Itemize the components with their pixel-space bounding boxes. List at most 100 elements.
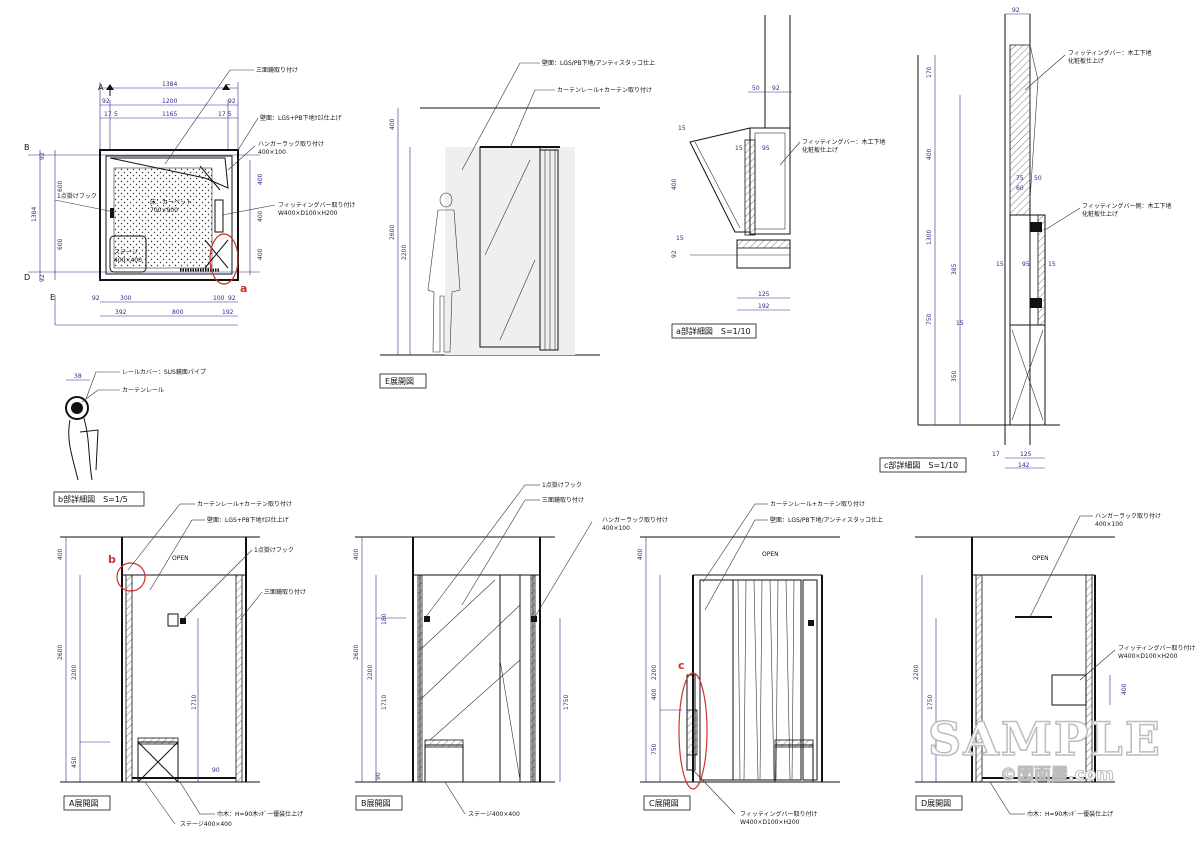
elevation-c-view: OPEN c 400 2200 400 750 カーテンレール+カーテン取り付け…	[637, 500, 883, 826]
elev-e-label-curtain: カーテンレール+カーテン取り付け	[557, 86, 652, 94]
plan-label-fitting-bar-size: W400×D100×H200	[278, 210, 338, 217]
elev-e-label-wall: 壁面：LGS/PB下地/アンティスタッコ仕上	[542, 59, 655, 67]
elev-d-label-skirting: 巾木：H=90木ｯｷﾞ一優装仕上げ	[1027, 810, 1113, 818]
plan-dim-bottom-2: 300	[120, 295, 132, 302]
plan-dim-left-5: 92	[39, 274, 46, 282]
section-mark-d: D	[24, 273, 30, 282]
elev-b-dim-5: 180	[381, 613, 388, 625]
detail-c-dim-7: 1300	[926, 230, 933, 245]
detail-c-view: 92 170 400 75 50 60 1300 385 15 95 15 75…	[879, 7, 1172, 473]
plan-dim-right-3: 400	[257, 248, 264, 260]
detail-mark-b: b	[108, 553, 116, 566]
plan-dim-top-2: 92	[102, 98, 110, 105]
detail-c-dim-15: 17	[992, 451, 1000, 458]
plan-carpet-size: 700×900	[150, 207, 178, 214]
plan-dim-top-6: 5	[114, 111, 118, 118]
detail-b-view: 38 レールカバー：SUS鏡面パイプ カーテンレール b部詳細図 S=1/5	[53, 368, 206, 507]
plan-dim-left-3: 1384	[31, 207, 38, 222]
plan-dim-right-2: 400	[257, 210, 264, 222]
watermark: SAMPLE ©図面屋.com	[927, 711, 1162, 785]
plan-carpet-label: 床：カーペット	[150, 198, 192, 206]
elevation-e-view: 400 2600 2200 壁面：LGS/PB下地/アンティスタッコ仕上 カーテ…	[379, 59, 655, 389]
elev-b-label-stage: ステージ400×400	[468, 811, 520, 818]
plan-dim-left-1: 92	[39, 152, 46, 160]
detail-c-dim-1: 92	[1012, 7, 1020, 14]
elev-a-dim-6: 90	[212, 767, 220, 774]
elev-c-label-fitting-bar: フィッティングバー取り付け	[740, 810, 818, 818]
elev-d-label-fitting-bar-size: W400×D100×H200	[1118, 653, 1178, 660]
plan-label-hanger-size: 400×100	[258, 149, 286, 156]
plan-label-hanger: ハンガーラック取り付け	[258, 140, 324, 148]
detail-c-label-finish2: 化粧板仕上げ	[1082, 210, 1118, 218]
elev-d-dim-2: 1750	[927, 695, 934, 710]
section-mark-e: E	[50, 293, 55, 302]
detail-b-rail-cover: レールカバー：SUS鏡面パイプ	[122, 368, 206, 376]
elev-a-label-stage: ステージ400×400	[180, 821, 232, 828]
elev-e-dim-2: 2600	[389, 225, 396, 240]
plan-dim-top-4: 92	[228, 98, 236, 105]
elev-b-label-hook: 1点掛けフック	[542, 481, 582, 489]
plan-dim-bottom-4: 92	[228, 295, 236, 302]
watermark-sub: ©図面屋.com	[1000, 765, 1114, 785]
elev-c-label-fitting-bar-size: W400×D100×H200	[740, 819, 800, 826]
detail-c-dim-17: 142	[1018, 462, 1030, 469]
plan-dim-left-2: 600	[57, 180, 64, 192]
plan-dim-bottom-6: 800	[172, 309, 184, 316]
plan-dim-right-1: 400	[257, 173, 264, 185]
elev-a-dim-5: 450	[71, 756, 78, 768]
elev-b-dim-3: 2200	[367, 665, 374, 680]
detail-c-dim-12: 750	[926, 313, 933, 325]
detail-c-dim-5: 50	[1034, 175, 1042, 182]
elev-a-dim-2: 2600	[57, 645, 64, 660]
detail-c-dim-10: 95	[1022, 261, 1030, 268]
detail-a-dim-8: 92	[671, 250, 678, 258]
plan-dim-bottom-1: 92	[92, 295, 100, 302]
elev-e-dim-1: 400	[389, 118, 396, 130]
detail-c-dim-6: 60	[1016, 185, 1024, 192]
detail-a-dim-2: 92	[772, 85, 780, 92]
detail-c-label-bar2: フィッティングバー側：木工下地	[1082, 202, 1172, 210]
plan-dim-bottom-3: 100	[213, 295, 225, 302]
elev-a-label-sanmenkyo: 三面鏡取り付け	[264, 588, 306, 596]
plan-dim-top-1: 1384	[162, 81, 177, 88]
plan-dim-top-8: 17	[218, 111, 226, 118]
plan-stage-label: ステージ	[114, 249, 138, 256]
watermark-main: SAMPLE	[928, 712, 1162, 766]
detail-c-label-finish1: 化粧板仕上げ	[1068, 57, 1104, 65]
elev-d-open: OPEN	[1032, 555, 1049, 562]
elev-a-label-curtain: カーテンレール+カーテン取り付け	[197, 500, 292, 508]
elev-b-label-hanger-size: 400×100	[602, 525, 630, 532]
detail-c-dim-2: 170	[926, 66, 933, 78]
detail-a-dim-3: 15	[678, 125, 686, 132]
detail-a-dim-5: 95	[762, 145, 770, 152]
elev-b-dim-7: 90	[375, 772, 382, 780]
elev-a-dim-4: 1710	[191, 695, 198, 710]
detail-c-dim-8: 385	[951, 263, 958, 275]
plan-label-sanmenkyo: 三面鏡取り付け	[256, 66, 298, 74]
plan-dim-left-4: 600	[57, 238, 64, 250]
elevation-b-view: 400 2600 2200 1710 180 1750 90 1点掛けフック 三…	[353, 481, 668, 818]
elev-b-dim-1: 400	[353, 548, 360, 560]
detail-a-label-bar: フィッティングバー：木工下地	[802, 138, 886, 146]
plan-dim-top-9: 5	[228, 111, 232, 118]
elev-c-open: OPEN	[762, 551, 779, 558]
elevation-d-view: OPEN 2200 1750 400 ハンガーラック取り付け 400×100 フ…	[913, 512, 1196, 818]
detail-a-label-finish: 化粧板仕上げ	[802, 146, 838, 154]
detail-c-dim-9: 15	[996, 261, 1004, 268]
elev-b-title: B展開図	[361, 799, 391, 808]
elev-a-dim-1: 400	[57, 548, 64, 560]
elev-c-title: C展開図	[649, 799, 679, 808]
elev-c-dim-2: 2200	[651, 665, 658, 680]
elev-c-label-wall: 壁面：LGS/PB下地/アンティスタッコ仕上	[770, 516, 883, 524]
plan-dim-bottom-5: 392	[115, 309, 127, 316]
plan-view: 1384 92 1200 92 17 5 1165 17 5 A B C D E…	[24, 66, 356, 326]
plan-dim-top-3: 1200	[162, 98, 177, 105]
elev-a-label-skirting: 巾木：H=90木ｯｷﾞ一優装仕上げ	[217, 810, 303, 818]
detail-b-dim: 38	[74, 373, 82, 380]
elev-a-title: A展開図	[69, 799, 98, 808]
elev-a-label-hook: 1点掛けフック	[254, 546, 294, 554]
detail-mark-a: a	[240, 282, 247, 295]
detail-b-rail: カーテンレール	[122, 387, 164, 394]
elev-d-title: D展開図	[921, 799, 951, 808]
